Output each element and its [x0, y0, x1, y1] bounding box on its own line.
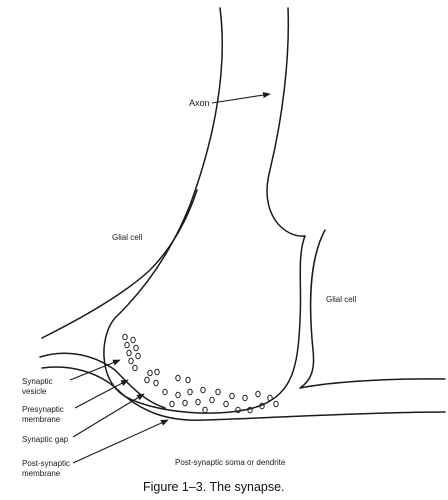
presynaptic-membrane-arrow — [74, 379, 129, 409]
synaptic-gap-arrow — [72, 393, 145, 438]
glial-cell-right-membrane — [299, 229, 446, 389]
axon-arrow — [211, 92, 271, 104]
postsynaptic-soma-label: Post-synaptic soma or dendrite — [175, 458, 286, 467]
glial-cell-left-label: Glial cell — [112, 233, 142, 242]
presynaptic-membrane-line — [39, 352, 166, 409]
presynaptic-membrane-label: Presynaptic membrane — [22, 405, 66, 424]
figure-caption: Figure 1–3. The synapse. — [143, 480, 285, 494]
synaptic-gap-label: Synaptic gap — [22, 435, 69, 444]
glial-cell-left-membrane — [41, 189, 198, 339]
axon-label: Axon — [189, 98, 210, 108]
postsynaptic-membrane-line — [41, 366, 446, 421]
synaptic-vesicle-label: Synaptic vesicle — [22, 377, 55, 396]
synaptic-vesicles — [122, 333, 279, 414]
postsynaptic-membrane-label: Post-synaptic membrane — [22, 459, 72, 478]
axon-left-membrane — [103, 7, 306, 414]
axon-right-membrane — [266, 7, 306, 237]
postsynaptic-membrane-arrow — [72, 419, 169, 464]
synaptic-vesicle-arrow — [69, 359, 121, 381]
glial-cell-right-label: Glial cell — [326, 295, 356, 304]
